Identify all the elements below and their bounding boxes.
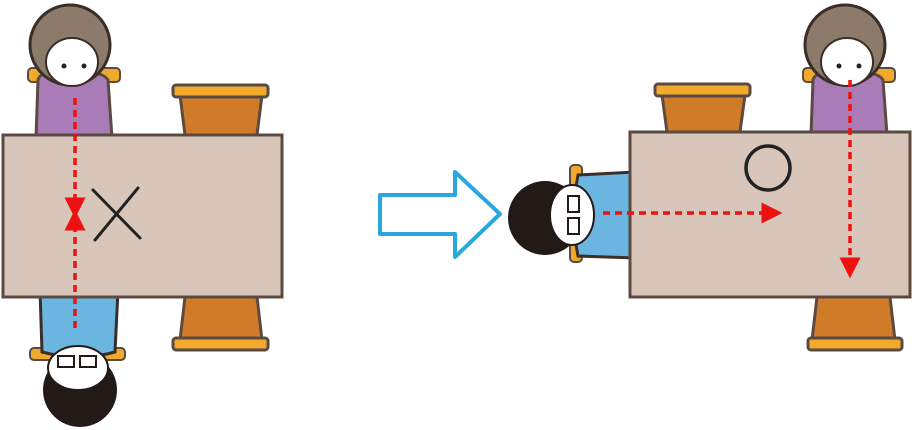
woman-figure <box>27 3 121 140</box>
chair-top-left <box>171 83 270 137</box>
man-figure-right <box>508 164 637 263</box>
left-scene <box>1 3 284 427</box>
woman-figure-right <box>802 3 896 137</box>
right-scene <box>508 3 912 352</box>
chair-top-right <box>653 82 752 134</box>
transition-arrow-icon <box>378 170 502 259</box>
cross-icon <box>91 186 142 242</box>
table-left <box>1 133 284 299</box>
chair-bottom-right <box>806 295 904 352</box>
circle-icon <box>744 144 792 192</box>
chair-bottom-left <box>171 295 270 352</box>
table-right <box>628 130 912 299</box>
man-figure <box>29 288 126 427</box>
